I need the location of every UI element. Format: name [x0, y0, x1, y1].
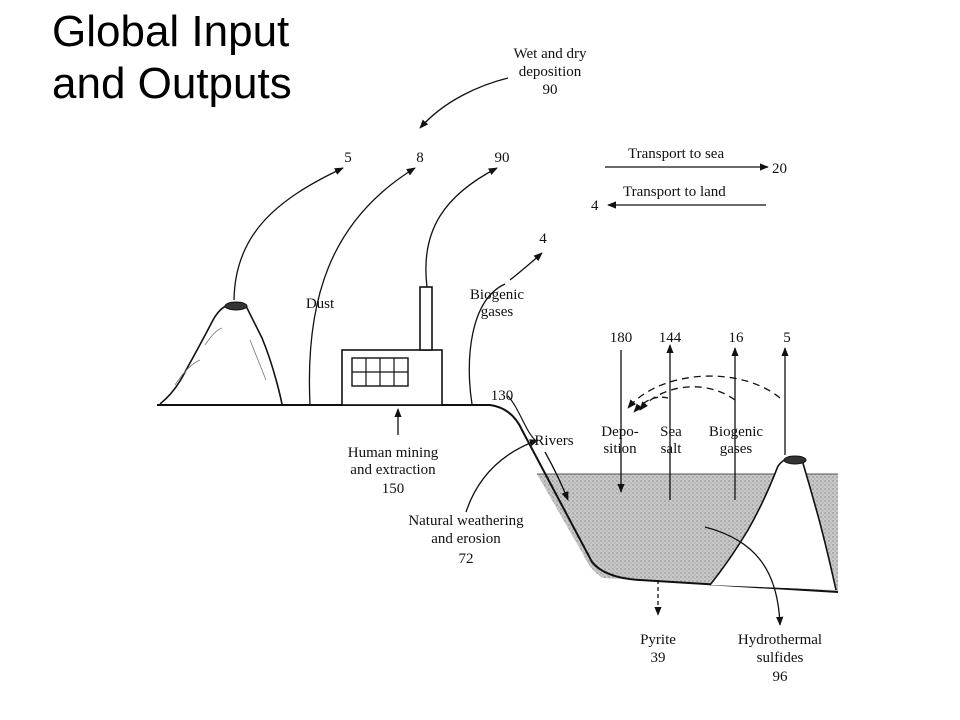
sea-salt-label-1: Sea: [660, 424, 682, 440]
transport-to-sea-label: Transport to sea: [628, 146, 724, 162]
ocean-deposition-value: 180: [610, 330, 633, 346]
ocean-biogenic-value: 16: [729, 330, 745, 346]
slide-title: Global Input and Outputs: [52, 6, 372, 110]
weathering-label-1: Natural weathering: [408, 513, 524, 529]
pyrite-label: Pyrite: [640, 632, 676, 648]
pyrite-value: 39: [651, 650, 666, 666]
ocean-biogenic-label-2: gases: [720, 441, 753, 457]
sea-salt-value: 144: [659, 330, 682, 346]
factory-chimney: [419, 286, 433, 351]
rivers-arrow: [507, 395, 536, 441]
hydrothermal-label-2: sulfides: [757, 650, 804, 666]
industry-emission-value: 90: [495, 150, 510, 166]
wet-dry-label-2: deposition: [519, 64, 582, 80]
deposition-label-2: sition: [603, 441, 637, 457]
wet-dry-value: 90: [543, 82, 558, 98]
weathering-arrow: [465, 439, 539, 513]
rivers-label: Rivers: [534, 433, 573, 449]
dashed-recycle-arrow-2: [639, 386, 736, 411]
land-volcano: [159, 305, 283, 405]
biogenic-land-arrow: [468, 283, 506, 405]
deposition-label-1: Depo-: [601, 424, 639, 440]
biogenic-land-up-arrow: [509, 252, 543, 281]
sea-salt-label-2: salt: [661, 441, 683, 457]
ocean-biogenic-label-1: Biogenic: [709, 424, 763, 440]
wet-dry-deposition-arrow: [419, 77, 509, 129]
ground-line: [157, 404, 839, 593]
biogenic-land-label-2: gases: [481, 304, 514, 320]
weathering-value: 72: [459, 551, 474, 567]
title-line-1: Global Input: [52, 7, 290, 56]
hydrothermal-label-1: Hydrothermal: [738, 632, 822, 648]
volcano-shading: [174, 327, 267, 386]
transport-to-sea-value: 20: [772, 161, 787, 177]
rivers-value: 130: [491, 388, 514, 404]
biogenic-land-value: 4: [539, 231, 547, 247]
volcano-emission-arrow: [233, 167, 344, 301]
ocean-volcano-value: 5: [783, 330, 791, 346]
wet-dry-label-1: Wet and dry: [514, 46, 587, 62]
hydrothermal-value: 96: [773, 669, 789, 685]
hydrothermal-arrow: [704, 526, 784, 626]
industry-emission-arrow: [425, 167, 498, 288]
human-mining-label-1: Human mining: [348, 445, 439, 461]
transport-to-land-value: 4: [591, 198, 599, 214]
dust-label: Dust: [306, 296, 335, 312]
volcano-emission-value: 5: [344, 150, 352, 166]
dashed-recycle-arrow-3: [633, 396, 669, 413]
dust-value: 8: [416, 150, 424, 166]
ocean-volcano-crater: [783, 455, 807, 465]
dashed-recycle-arrow-1: [627, 375, 781, 409]
land-volcano-crater: [224, 301, 248, 311]
rivers-flow-arrow: [544, 451, 569, 501]
human-mining-label-2: and extraction: [350, 462, 436, 478]
human-mining-value: 150: [382, 481, 405, 497]
transport-to-land-label: Transport to land: [623, 184, 726, 200]
title-line-2: and Outputs: [52, 59, 292, 108]
biogenic-land-label-1: Biogenic: [470, 287, 524, 303]
dust-arrow: [308, 167, 416, 406]
weathering-label-2: and erosion: [431, 531, 501, 547]
